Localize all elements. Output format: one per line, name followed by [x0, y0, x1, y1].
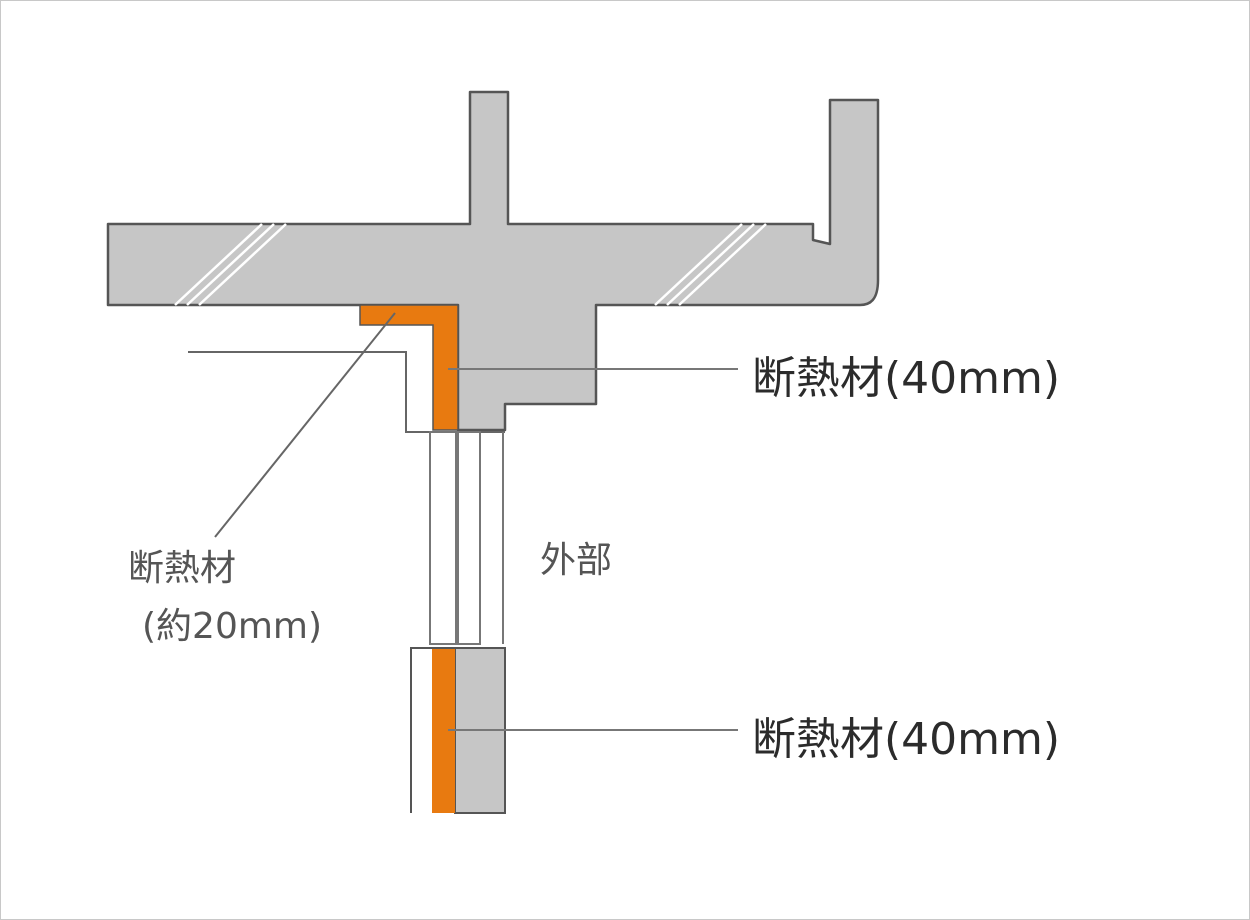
leader-insulation-small: [214, 312, 396, 538]
lower-wall-insulation: [432, 648, 455, 813]
insulation-top-label: 断熱材(40mm): [752, 353, 1060, 404]
concrete-slab: [106, 90, 880, 432]
insulation-small-label-line1: 断熱材: [128, 548, 236, 589]
insulation-l-shape: [359, 304, 459, 431]
slab-hatch-left: [174, 223, 287, 306]
lower-wall-finish: [410, 647, 505, 813]
insulation-small-label-line2: (約20mm): [142, 606, 322, 647]
window-opening: [429, 431, 504, 645]
insulation-bottom-label: 断熱材(40mm): [752, 714, 1060, 765]
slab-hatch-right: [654, 223, 767, 306]
exterior-label: 外部: [540, 540, 612, 581]
